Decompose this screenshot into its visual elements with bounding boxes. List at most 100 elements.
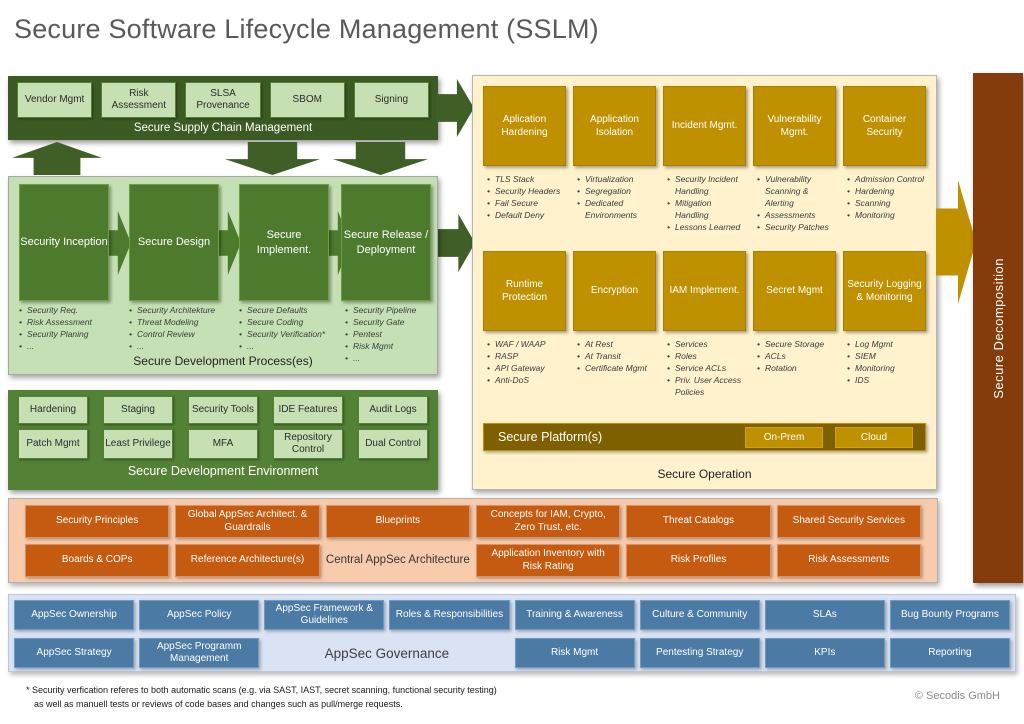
bullet-item: Roles	[665, 351, 746, 363]
op-box-application-isolation: Application Isolation	[573, 86, 656, 166]
op-box-security-logging: Security Logging & Monitoring	[843, 251, 926, 331]
bullet-item: Scanning	[845, 198, 926, 210]
bullet-item: At Rest	[575, 339, 656, 351]
arch-risk-profiles: Risk Profiles	[626, 544, 771, 577]
op-bullets: WAF / WAAPRASPAPI GatewayAnti-DoS	[483, 331, 566, 416]
arrow-up-icon	[12, 142, 102, 175]
bullet-item: Vulnerability Scanning & Alerting	[755, 174, 836, 210]
bullet-item: Mitigation Handling	[665, 198, 746, 222]
bullet-item: Rotation	[755, 363, 836, 375]
gov-roles-responsibilities: Roles & Responsibilities	[389, 600, 510, 630]
bullet-item: Log Mgmt	[845, 339, 926, 351]
supply-chain-label: Secure Supply Chain Management	[133, 122, 313, 134]
arch-concepts: Concepts for IAM, Crypto, Zero Trust, et…	[475, 505, 621, 538]
gov-appsec-programm-mgmt: AppSec Programm Management	[139, 638, 260, 668]
bullet-item: TLS Stack	[485, 174, 566, 186]
arrow-right-icon	[436, 79, 474, 137]
bullet-item: Security Req.	[17, 305, 125, 317]
op-box-runtime-protection: Runtime Protection	[483, 251, 566, 331]
op-box-container-security: Container Security	[843, 86, 926, 166]
arrow-right-gold-icon	[936, 180, 976, 304]
dev-env-label: Secure Development Environment	[127, 464, 319, 478]
bullet-item: Fail Secure	[485, 198, 566, 210]
supply-chain-item-sbom: SBOM	[269, 82, 345, 118]
bullet-item: Dedicated Environments	[575, 198, 656, 222]
env-item-least-privilege: Least Privilege	[103, 429, 173, 459]
onprem-button: On-Prem	[745, 426, 823, 448]
stage-secure-design: Secure Design	[129, 184, 219, 301]
platform-label: Secure Platform(s)	[498, 430, 603, 444]
bullet-item: ...	[237, 341, 345, 353]
bullet-item: Pentest	[343, 329, 451, 341]
decomposition-bar: Secure Decomposition	[973, 73, 1023, 583]
bullet-item: Security Patches	[755, 222, 836, 234]
stage-arrow-right-icon	[107, 211, 131, 275]
env-item-hardening: Hardening	[18, 396, 88, 424]
bullet-item: Default Deny	[485, 210, 566, 222]
arch-blueprints: Blueprints	[325, 505, 470, 538]
op-box-application-hardening: Aplication Hardening	[483, 86, 566, 166]
bullet-item: WAF / WAAP	[485, 339, 566, 351]
governance-label: AppSec Governance	[324, 645, 450, 661]
env-item-mfa: MFA	[188, 429, 258, 459]
env-item-dual-control: Dual Control	[358, 429, 428, 459]
arch-threat-catalogs: Threat Catalogs	[626, 505, 771, 538]
arch-security-principles: Security Principles	[25, 505, 170, 538]
operation-panel: Aplication Hardening Application Isolati…	[472, 75, 937, 490]
bullet-item: ...	[343, 353, 451, 365]
decomposition-label: Secure Decomposition	[990, 257, 1006, 399]
bullet-item: Segregation	[575, 186, 656, 198]
env-item-audit-logs: Audit Logs	[358, 396, 428, 424]
op-box-secret-mgmt: Secret Mgmt	[753, 251, 836, 331]
footnote: * Security verfication referes to both a…	[26, 684, 497, 711]
bullet-item: Security Incident Handling	[665, 174, 746, 198]
bullet-item: Risk Assessment	[17, 317, 125, 329]
platform-bar: Secure Platform(s) On-Prem Cloud	[483, 423, 926, 451]
dev-env-panel: Hardening Staging Security Tools IDE Fea…	[8, 390, 438, 490]
gov-culture-community: Culture & Community	[639, 600, 760, 630]
op-bullets: Vulnerability Scanning & AlertingAssessm…	[753, 166, 836, 251]
bullet-item: ACLs	[755, 351, 836, 363]
bullet-item: SIEM	[845, 351, 926, 363]
bullet-item: Monitoring	[845, 210, 926, 222]
footnote-line1: * Security verfication referes to both a…	[26, 685, 497, 695]
bullet-item: Security Headers	[485, 186, 566, 198]
arch-application-inventory: Application Inventory with Risk Rating	[475, 544, 621, 577]
gov-risk-mgmt: Risk Mgmt	[514, 638, 635, 668]
supply-chain-item-slsa-provenance: SLSA Provenance	[185, 82, 261, 118]
gov-appsec-strategy: AppSec Strategy	[14, 638, 135, 668]
stage-secure-release: Secure Release / Deployment	[341, 184, 431, 301]
op-bullets: VirtualizationSegregationDedicated Envir…	[573, 166, 656, 251]
bullet-item: Risk Mgmt	[343, 341, 451, 353]
bullet-item: Threat Modeling	[127, 317, 235, 329]
bullet-item: IDS	[845, 375, 926, 387]
op-bullets: At RestAt TransitCertificate Mgmt	[573, 331, 656, 416]
bullet-item: Services	[665, 339, 746, 351]
cloud-button: Cloud	[835, 426, 913, 448]
env-item-ide-features: IDE Features	[273, 396, 343, 424]
stage-bullets: Security ArchitektureThreat ModelingCont…	[127, 305, 235, 353]
gov-reporting: Reporting	[889, 638, 1010, 668]
bullet-item: Security Pipeline	[343, 305, 451, 317]
arch-reference-architecture: Reference Architecture(s)	[175, 544, 320, 577]
stage-secure-implement: Secure Implement.	[239, 184, 329, 301]
bullet-item: Secure Defaults	[237, 305, 345, 317]
arch-shared-security-services: Shared Security Services	[776, 505, 921, 538]
bullet-item: Lessons Learned	[665, 222, 746, 234]
op-bullets: Security Incident HandlingMitigation Han…	[663, 166, 746, 251]
gov-training-awareness: Training & Awareness	[514, 600, 635, 630]
env-item-security-tools: Security Tools	[188, 396, 258, 424]
arch-boards-cops: Boards & COPs	[25, 544, 170, 577]
bullet-item: Security Verification*	[237, 329, 345, 341]
bullet-item: Security Architekture	[127, 305, 235, 317]
bullet-item: Security Gate	[343, 317, 451, 329]
gov-bug-bounty: Bug Bounty Programs	[889, 600, 1010, 630]
stage-arrow-right-icon	[217, 211, 241, 275]
arrow-down-icon	[225, 142, 320, 175]
dev-process-panel: Security Inception Secure Design Secure …	[8, 176, 438, 375]
dev-process-label: Secure Development Process(es)	[133, 354, 313, 368]
architecture-panel: Security Principles Global AppSec Archit…	[8, 498, 938, 583]
bullet-item: At Transit	[575, 351, 656, 363]
arrow-down-icon	[333, 142, 428, 175]
op-bullets: Log MgmtSIEMMonitoringIDS	[843, 331, 926, 416]
